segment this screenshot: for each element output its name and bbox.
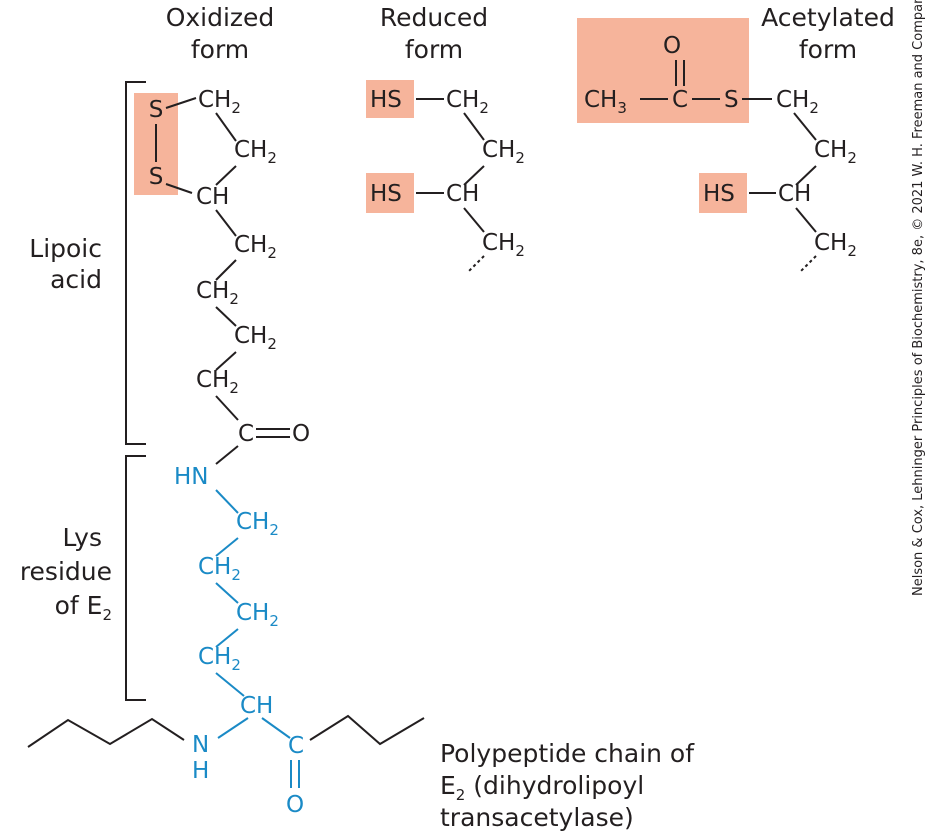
header-reduced-line2: form bbox=[405, 35, 463, 64]
acetylated-form-structure: O CH3 C S CH2 CH2 HS CH CH2 bbox=[584, 33, 857, 273]
acetylated-CH2-4: CH2 bbox=[814, 230, 857, 260]
acetylated-CH2-2: CH2 bbox=[814, 137, 857, 167]
lipoic-acid-label-line2: acid bbox=[50, 265, 102, 294]
lys-HN: HN bbox=[174, 464, 209, 490]
backbone-O: O bbox=[286, 792, 304, 818]
reduced-CH2-2: CH2 bbox=[482, 137, 525, 167]
acetylated-CH2-1: CH2 bbox=[776, 87, 819, 117]
thiol-highlight-bottom-reduced bbox=[366, 173, 414, 213]
header-acetylated-line2: form bbox=[799, 35, 857, 64]
lys-label-line1: Lys bbox=[63, 523, 102, 552]
acetylated-bond-c3-c4 bbox=[795, 207, 817, 233]
publisher-credit: Nelson & Cox, Lehninger Principles of Bi… bbox=[911, 0, 926, 596]
acetyl-C: C bbox=[672, 87, 688, 113]
bond-S-CH bbox=[165, 183, 193, 194]
bond-ca-C bbox=[261, 717, 291, 739]
atom-S-lower: S bbox=[149, 164, 164, 190]
backbone-H: H bbox=[192, 758, 209, 784]
lipoic-acid-label-line1: Lipoic bbox=[29, 234, 102, 263]
reduced-form-structure: HS CH2 CH2 HS CH CH2 bbox=[370, 87, 525, 273]
reduced-chain-continuation bbox=[467, 255, 485, 273]
acetylated-HS: HS bbox=[703, 181, 735, 207]
bond-ca-N bbox=[217, 717, 249, 739]
thiol-highlight-top-reduced bbox=[366, 80, 414, 118]
lys-label-line3: of E2 bbox=[55, 591, 112, 624]
caption-line1: Polypeptide chain of bbox=[440, 739, 695, 768]
lysine-side-chain: HN CH2 CH2 CH2 CH2 CH N H C O bbox=[174, 445, 304, 818]
bond-cd-cg bbox=[215, 582, 239, 604]
caption-line2: E2 (dihydrolipoyl bbox=[440, 771, 644, 804]
bond-c7-carbonyl bbox=[215, 395, 239, 421]
acetyl-CH3: CH3 bbox=[584, 87, 627, 117]
reduced-HS-top: HS bbox=[370, 87, 402, 113]
lys-label-line2: residue bbox=[20, 557, 112, 586]
lys-CH-alpha: CH bbox=[240, 693, 273, 719]
oxidized-lipoic-acid: S S CH2 CH2 CH CH2 CH2 CH2 CH2 C O bbox=[149, 87, 310, 447]
header-reduced-line1: Reduced bbox=[380, 3, 488, 32]
bond-c1-c2 bbox=[215, 112, 237, 142]
lys-CH2-delta: CH2 bbox=[198, 554, 241, 584]
bond-S-CH2 bbox=[165, 97, 197, 109]
bond-cb-ca bbox=[215, 672, 245, 697]
chain-CH2-4: CH2 bbox=[234, 232, 277, 262]
chain-CH2-7: CH2 bbox=[196, 367, 239, 397]
acetylated-bond-c1-c2 bbox=[793, 112, 817, 141]
polypeptide-chain-right bbox=[309, 714, 425, 746]
backbone-N: N bbox=[192, 732, 209, 758]
reduced-HS-bottom: HS bbox=[370, 181, 402, 207]
acetyl-S: S bbox=[724, 87, 739, 113]
acetylated-bond-c2-c3 bbox=[795, 165, 817, 186]
header-acetylated-line1: Acetylated bbox=[761, 3, 895, 32]
backbone-C: C bbox=[288, 733, 304, 759]
reduced-CH2-4: CH2 bbox=[482, 230, 525, 260]
bond-ce-cd bbox=[215, 537, 239, 557]
bond-amide-C-N bbox=[215, 445, 239, 465]
acetylated-chain-continuation bbox=[799, 255, 817, 273]
acetylated-CH: CH bbox=[778, 181, 811, 207]
lys-CH2-epsilon: CH2 bbox=[236, 509, 279, 539]
chain-CH2-6: CH2 bbox=[234, 323, 277, 353]
chain-CH2-5: CH2 bbox=[196, 278, 239, 308]
acetyl-highlight bbox=[577, 18, 749, 123]
lys-CH2-beta: CH2 bbox=[198, 644, 241, 674]
header-oxidized-line2: form bbox=[191, 35, 249, 64]
bond-c4-c5 bbox=[215, 259, 237, 281]
bond-cg-cb bbox=[215, 628, 239, 648]
bond-c2-c3 bbox=[215, 165, 237, 186]
atom-S-upper: S bbox=[149, 97, 164, 123]
caption-line3: transacetylase) bbox=[440, 803, 634, 832]
reduced-CH2-1: CH2 bbox=[446, 87, 489, 117]
acetyl-O: O bbox=[663, 33, 681, 59]
bond-c3-c4 bbox=[215, 209, 237, 237]
bond-c6-c7 bbox=[215, 351, 237, 371]
bond-N-ce bbox=[215, 489, 239, 514]
chain-CH2-1: CH2 bbox=[198, 87, 241, 117]
chain-CH: CH bbox=[196, 184, 229, 210]
header-oxidized-line1: Oxidized bbox=[166, 3, 275, 32]
reduced-bond-c2-c3 bbox=[463, 165, 485, 186]
lys-CH2-gamma: CH2 bbox=[236, 600, 279, 630]
chain-CH2-2: CH2 bbox=[234, 137, 277, 167]
reduced-CH: CH bbox=[446, 181, 479, 207]
lipoic-acid-bracket bbox=[125, 81, 146, 445]
polypeptide-chain-left bbox=[27, 717, 185, 748]
reduced-bond-c3-c4 bbox=[463, 207, 485, 233]
lys-residue-bracket bbox=[125, 455, 146, 701]
carbonyl-O: O bbox=[292, 421, 310, 447]
carbonyl-C: C bbox=[238, 421, 254, 447]
bond-c5-c6 bbox=[215, 306, 237, 327]
thiol-highlight-acetylated bbox=[699, 173, 747, 213]
reduced-bond-c1-c2 bbox=[463, 112, 485, 141]
